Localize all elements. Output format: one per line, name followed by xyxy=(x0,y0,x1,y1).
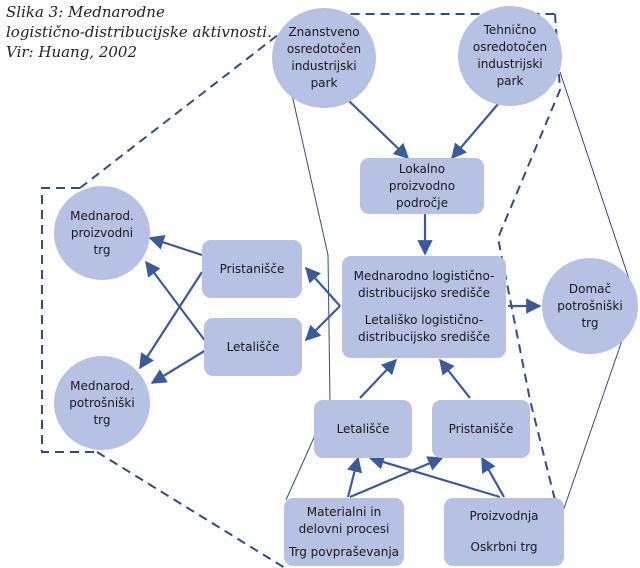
tech-park-label-1: Tehnično xyxy=(483,23,537,37)
center-b-label-2: distribucijsko središče xyxy=(357,330,491,344)
science-park-label-1: Znanstveno xyxy=(288,25,360,39)
arrow-airport-to-intl-production xyxy=(145,260,207,343)
domestic-label-3: trg xyxy=(581,315,599,330)
center-a-label-2: distribucijsko središče xyxy=(357,286,491,300)
caption-line-1: Slika 3: Mednarodne xyxy=(6,3,165,21)
intl-production-label-1: Mednarod. xyxy=(70,208,134,223)
intl-consumer-label-3: trg xyxy=(93,412,111,427)
arrow-production-to-port xyxy=(481,456,505,498)
tech-park-label-4: park xyxy=(496,74,524,88)
arrow-airport-to-intl-consumer xyxy=(150,349,207,384)
port-left-node: Pristanišče xyxy=(202,240,302,298)
center-a-label-1: Mednarodno logistično- xyxy=(353,269,495,283)
port-bottom-label: Pristanišče xyxy=(448,421,514,436)
airport-bottom-node: Letališče xyxy=(314,400,412,458)
materials-processes-node: Materialni in delovni procesi Trg povpra… xyxy=(284,498,404,566)
tech-park-node: Tehnično osredotočen industrijski park xyxy=(458,6,562,106)
science-park-node: Znanstveno osredotočen industrijski park xyxy=(272,8,376,108)
center-b-label-1: Letališko logistično- xyxy=(364,313,484,327)
caption-line-3: Vir: Huang, 2002 xyxy=(6,43,138,61)
production-sublabel: Oskrbni trg xyxy=(470,540,538,554)
science-park-label-4: park xyxy=(310,76,338,90)
arrow-production-to-airport xyxy=(368,454,501,499)
arrow-science-to-local xyxy=(347,99,410,160)
airport-bottom-label: Letališče xyxy=(336,421,390,436)
dashed-outline-left xyxy=(41,187,97,453)
domestic-label-1: Domač xyxy=(568,281,612,296)
local-area-label-1: Lokalno proizvodno xyxy=(388,161,456,193)
logistics-center-node: Mednarodno logistično- distribucijsko sr… xyxy=(342,256,506,358)
port-bottom-node: Pristanišče xyxy=(432,400,530,458)
arrow-tech-to-local xyxy=(451,103,499,160)
intl-production-label-2: proizvodni xyxy=(70,225,134,240)
figure-caption: Slika 3: Mednarodne logistično-distribuc… xyxy=(6,2,276,62)
materials-label-1: Materialni in xyxy=(306,504,382,519)
domestic-market-node: Domač potrošniški trg xyxy=(542,258,638,354)
arrow-port-bottom-to-center xyxy=(439,358,471,399)
production-node: Proizvodnja Oskrbni trg xyxy=(444,498,564,566)
caption-line-2: logistično-distribucijske aktivnosti. xyxy=(6,23,272,41)
dashed-outline-top xyxy=(79,13,555,189)
arrow-port-to-intl-production xyxy=(148,234,203,257)
arrow-airport-bottom-to-center xyxy=(359,358,398,399)
dashed-outline-bottom xyxy=(96,451,286,568)
local-area-label-2: področje xyxy=(396,195,448,210)
intl-production-market-node: Mednarod. proizvodni trg xyxy=(54,186,150,280)
arrow-materials-to-port xyxy=(349,456,444,499)
materials-label-2: delovni procesi xyxy=(298,521,390,536)
materials-sublabel: Trg povpraševanja xyxy=(288,544,400,559)
arrow-center-to-port-left xyxy=(304,266,341,307)
airport-left-label: Letališče xyxy=(226,339,280,354)
airport-left-node: Letališče xyxy=(204,318,302,376)
tech-park-label-2: osredotočen xyxy=(472,40,548,54)
intl-consumer-label-1: Mednarod. xyxy=(70,378,134,393)
arrow-materials-to-airport xyxy=(346,456,363,498)
domestic-label-2: potrošniški xyxy=(557,298,623,313)
solid-outline-left xyxy=(285,67,331,501)
arrow-center-to-airport-left xyxy=(304,305,341,342)
science-park-label-2: osredotočen xyxy=(286,42,362,56)
intl-consumer-market-node: Mednarod. potrošniški trg xyxy=(54,356,150,450)
intl-consumer-label-2: potrošniški xyxy=(69,395,135,410)
production-label: Proizvodnja xyxy=(469,509,539,523)
local-production-area-node: Lokalno proizvodno področje xyxy=(360,158,484,214)
science-park-label-3: industrijski xyxy=(291,59,357,73)
tech-park-label-3: industrijski xyxy=(477,57,543,71)
port-left-label: Pristanišče xyxy=(219,261,285,276)
intl-production-label-3: trg xyxy=(93,242,111,257)
arrow-port-to-intl-consumer xyxy=(139,271,203,370)
